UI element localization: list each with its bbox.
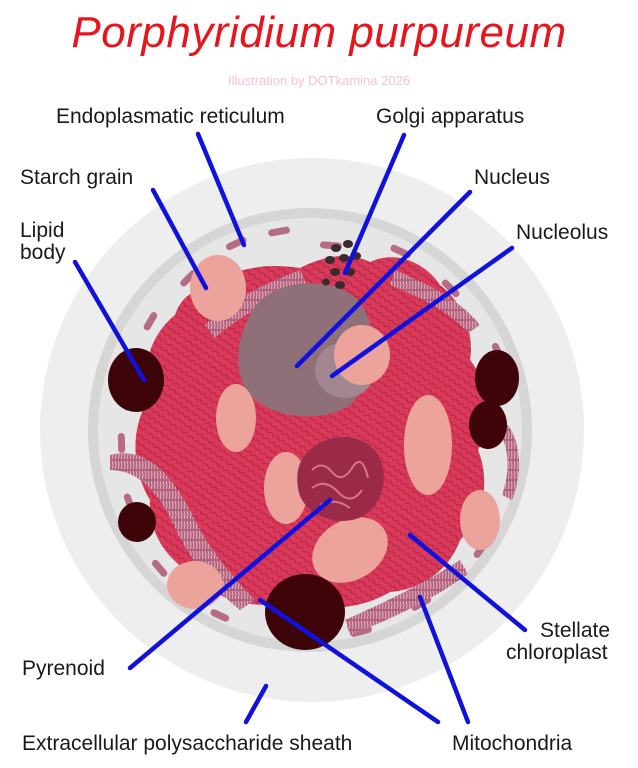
illustration-credit: Illustration by DOTkamina 2026	[227, 73, 411, 88]
leader-mitochondria	[417, 594, 471, 725]
label-mitochondria: Mitochondria	[452, 732, 573, 755]
leader-nucleus	[294, 189, 473, 369]
label-endoplasmic-reticulum: Endoplasmatic reticulum	[56, 105, 285, 128]
mitochondrion	[345, 560, 468, 635]
leader-lipid	[72, 259, 147, 383]
label-chloroplast-line1: Stellate	[540, 619, 611, 642]
leader-sheath	[243, 683, 269, 725]
leader-starch	[150, 187, 209, 291]
leader-nucleolus	[329, 245, 515, 379]
label-golgi-apparatus: Golgi apparatus	[376, 105, 525, 128]
leader-mitochondria	[257, 597, 441, 725]
label-chloroplast-line2: chloroplast	[506, 641, 608, 664]
label-nucleolus: Nucleolus	[516, 221, 609, 244]
leader-endoplasmic-reticulum	[195, 131, 247, 248]
pyrenoid	[297, 436, 384, 521]
stellate-chloroplast	[135, 255, 489, 608]
label-lipid-body-line1: Lipid	[20, 219, 65, 242]
mitochondrion	[205, 270, 308, 338]
label-nucleus: Nucleus	[474, 166, 550, 189]
leader-golgi	[342, 132, 407, 276]
leader-lines	[72, 131, 528, 725]
starch-grains	[167, 255, 500, 609]
mitochondrion	[498, 425, 520, 500]
mitochondrion	[110, 453, 255, 610]
label-extracellular-sheath: Extracellular polysaccharide sheath	[22, 732, 353, 755]
label-lipid-body-line2: body	[20, 241, 66, 264]
diagram-title: Porphyridium purpureum	[71, 8, 567, 57]
leader-pyrenoid	[127, 497, 333, 671]
leader-chloroplast	[407, 532, 528, 633]
label-starch-grain: Starch grain	[20, 166, 134, 189]
lipid-bodies	[108, 348, 519, 650]
label-pyrenoid: Pyrenoid	[22, 657, 105, 680]
